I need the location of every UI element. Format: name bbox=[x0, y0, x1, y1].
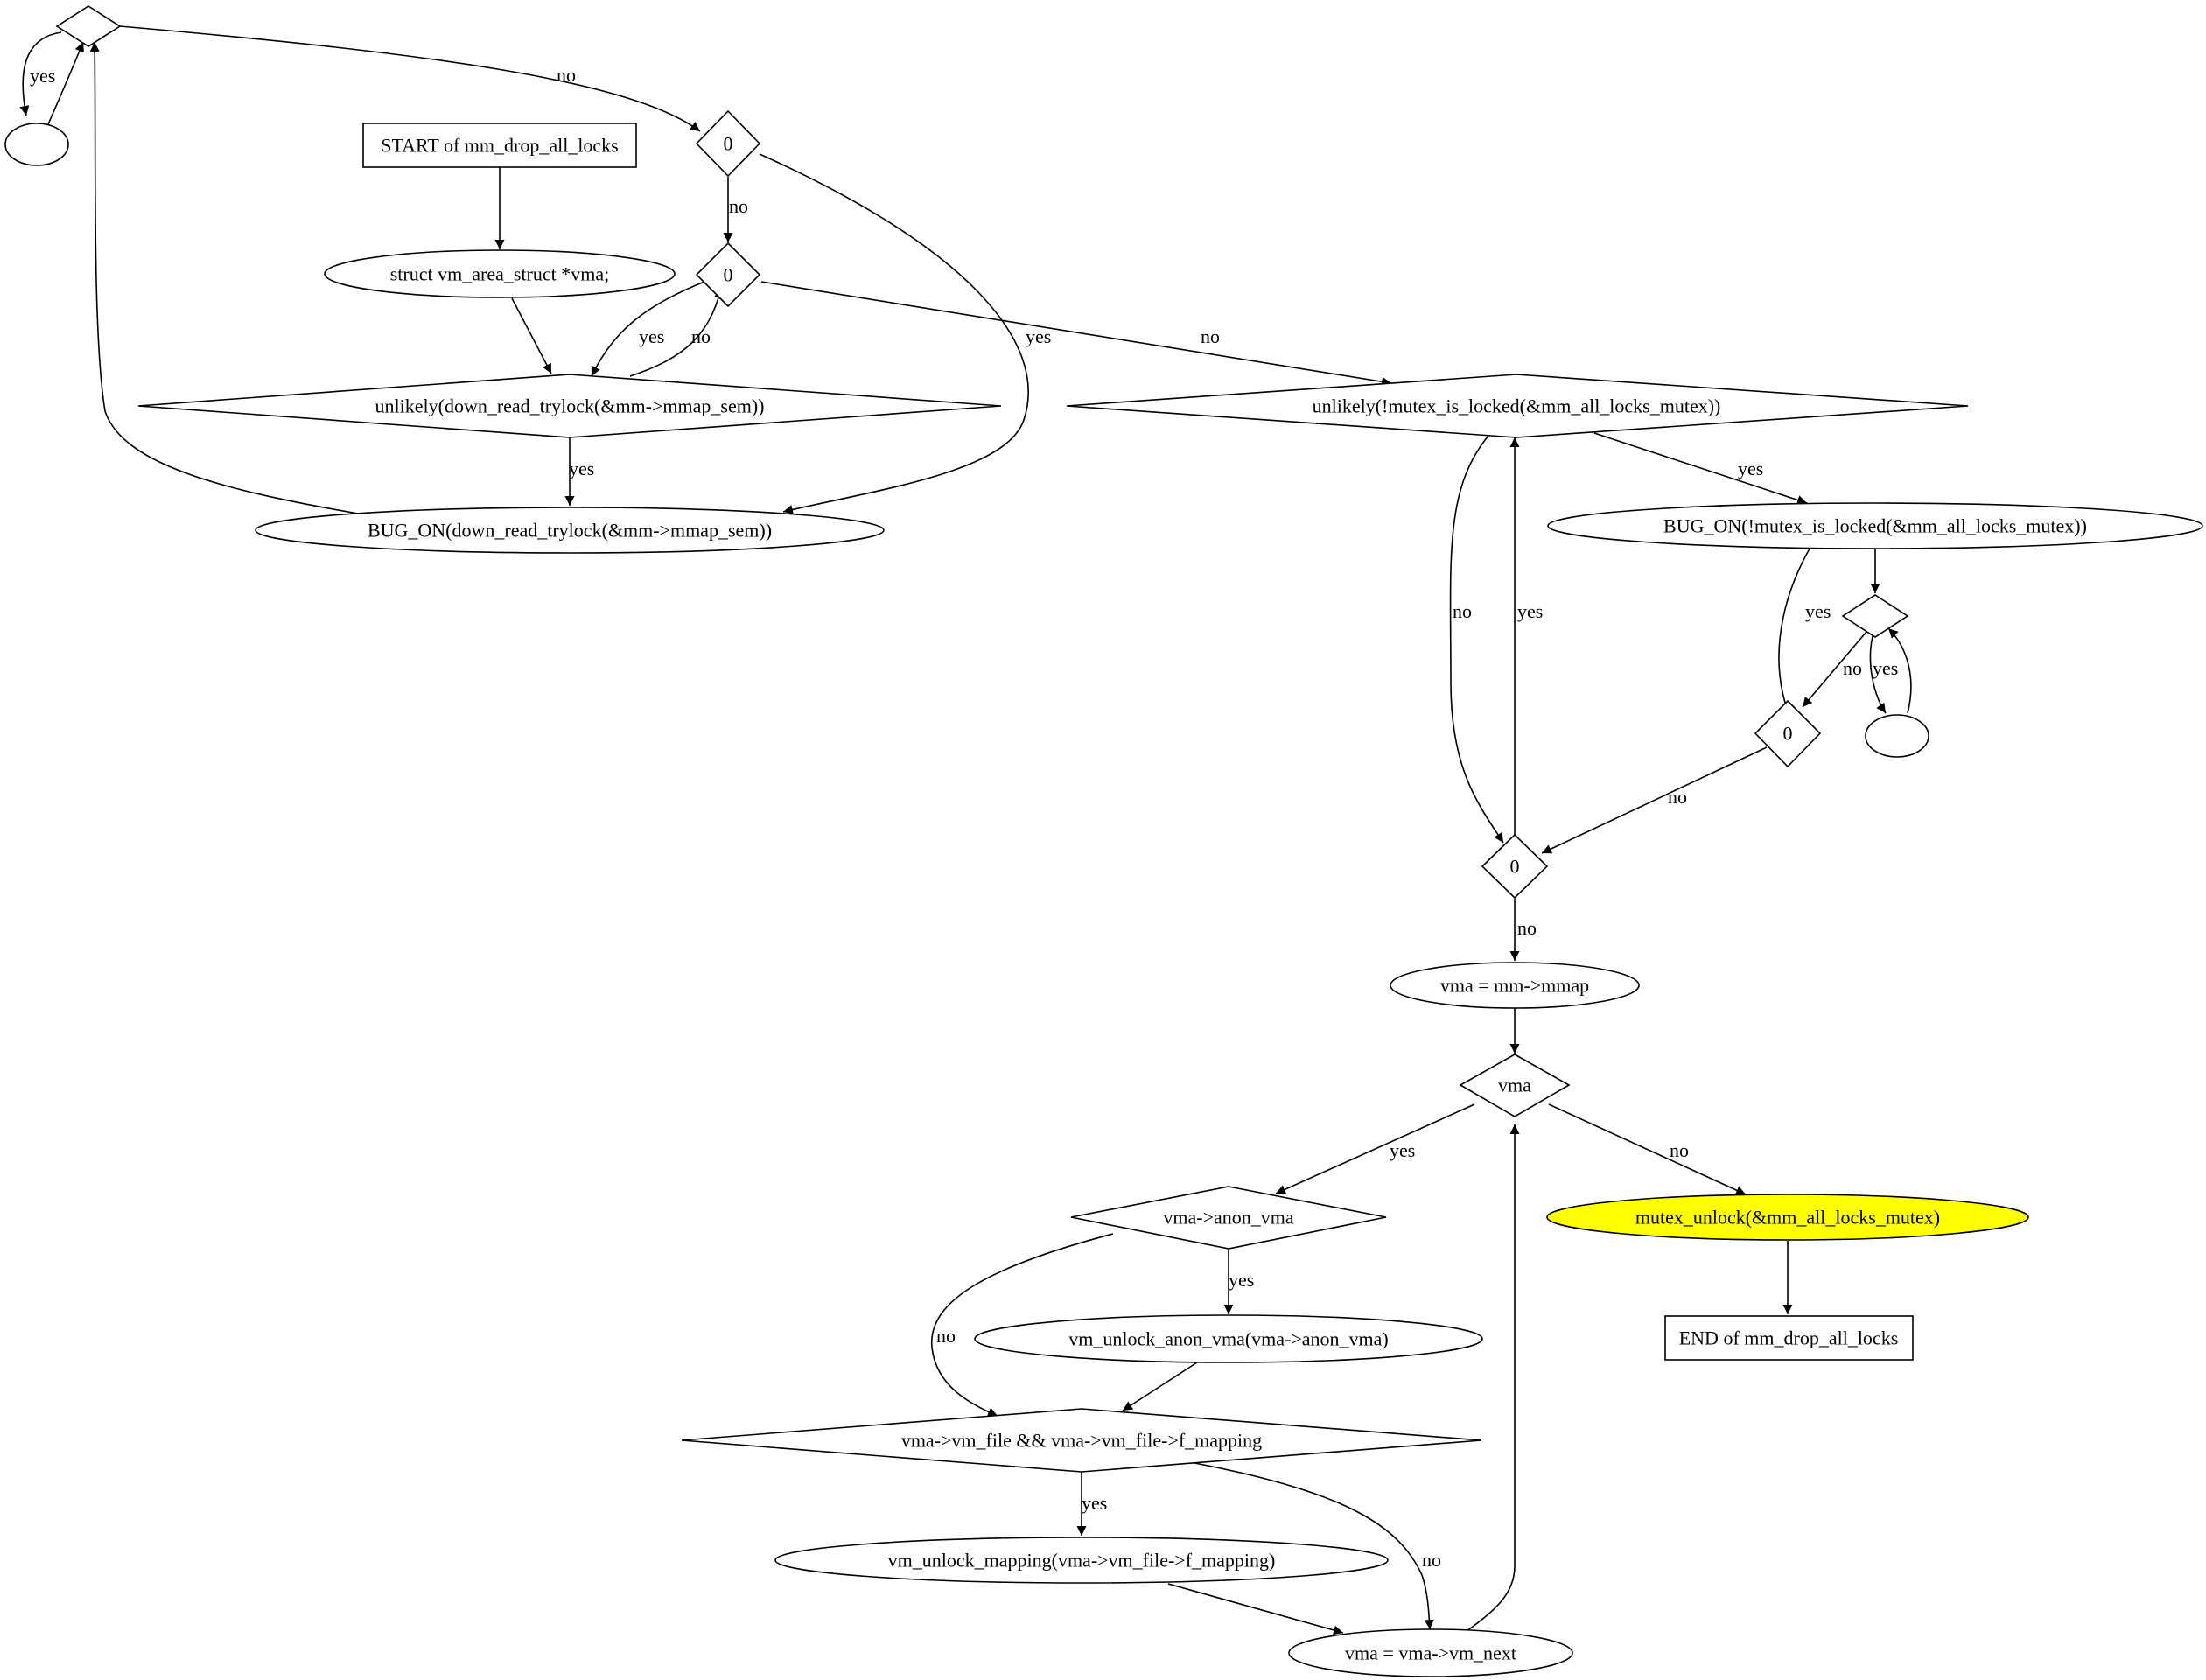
bug-on-mutex-label: BUG_ON(!mutex_is_locked(&mm_all_locks_mu… bbox=[1663, 515, 2087, 537]
edge-label-no: no bbox=[1453, 600, 1472, 622]
edge-label-yes: yes bbox=[569, 458, 594, 480]
edge-label-no: no bbox=[1201, 326, 1220, 347]
edge-label-no: no bbox=[1670, 1139, 1689, 1161]
next-vma-node: vma = vma->vm_next bbox=[1288, 1628, 1573, 1677]
nodes: START of mm_drop_all_locks 0 struct vm_a… bbox=[4, 5, 2203, 1677]
condition-vm-file-label: vma->vm_file && vma->vm_file->f_mapping bbox=[901, 1430, 1262, 1452]
edge-label-yes: yes bbox=[1026, 326, 1051, 347]
next-vma-node-label: vma = vma->vm_next bbox=[1345, 1642, 1516, 1664]
edge-zero-c-to-zero-d bbox=[1541, 746, 1768, 854]
edge-loop-left-back bbox=[47, 41, 84, 125]
decision-zero-c: 0 bbox=[1754, 699, 1822, 768]
edge-anon-to-cond-file bbox=[930, 1233, 1114, 1417]
edge-cond-file-to-next-vma bbox=[1194, 1462, 1434, 1630]
edge-label-yes: yes bbox=[30, 65, 55, 87]
condition-anon-vma: vma->anon_vma bbox=[1070, 1186, 1387, 1250]
edge-zero-a-to-bug-trylock bbox=[759, 153, 1029, 514]
edge-circle-to-small-diamond bbox=[1887, 627, 1912, 714]
edge-small-diamond-to-zero-c bbox=[1802, 631, 1867, 708]
edge-trylock-to-zero-b bbox=[629, 288, 724, 377]
edge-cond-mutex-to-bug-mutex bbox=[1593, 432, 1808, 505]
edge-zero-b-to-trylock bbox=[591, 281, 705, 377]
edge-label-no: no bbox=[729, 195, 748, 217]
edge-label-yes: yes bbox=[1229, 1269, 1254, 1291]
assign-vma-node: vma = mm->mmap bbox=[1390, 962, 1640, 1009]
edge-label-no: no bbox=[936, 1325, 956, 1347]
condition-trylock-label: unlikely(down_read_trylock(&mm->mmap_sem… bbox=[375, 396, 765, 417]
edge-next-vma-to-cond-vma bbox=[1466, 1124, 1520, 1632]
edge-cond-vma-to-anon bbox=[1275, 1103, 1475, 1194]
edge-cond-mutex-to-zero-d bbox=[1449, 435, 1504, 844]
edge-decl-to-trylock bbox=[511, 298, 552, 374]
declaration-node-label: struct vm_area_struct *vma; bbox=[390, 263, 609, 285]
edge-label-no: no bbox=[1843, 657, 1862, 679]
condition-mutex-locked-label: unlikely(!mutex_is_locked(&mm_all_locks_… bbox=[1313, 396, 1721, 417]
edge-label-yes: yes bbox=[1873, 657, 1898, 679]
condition-vm-file: vma->vm_file && vma->vm_file->f_mapping bbox=[681, 1408, 1482, 1473]
end-node-label: END of mm_drop_all_locks bbox=[1679, 1327, 1899, 1349]
mutex-unlock-node-label: mutex_unlock(&mm_all_locks_mutex) bbox=[1635, 1207, 1940, 1228]
edge-label-yes: yes bbox=[1082, 1492, 1107, 1514]
edge-bug-trylock-to-top bbox=[89, 41, 364, 515]
edge-unlock-anon-to-cond-file bbox=[1122, 1362, 1198, 1411]
decision-zero-b-label: 0 bbox=[724, 264, 733, 286]
node-right-decision bbox=[1841, 594, 1909, 638]
unlock-mapping-node: vm_unlock_mapping(vma->vm_file->f_mappin… bbox=[774, 1536, 1389, 1584]
unlock-anon-vma-node-label: vm_unlock_anon_vma(vma->anon_vma) bbox=[1068, 1328, 1389, 1350]
edge-small-diamond-to-circle bbox=[1869, 627, 1887, 714]
condition-mutex-locked: unlikely(!mutex_is_locked(&mm_all_locks_… bbox=[1066, 374, 1969, 438]
end-node: END of mm_drop_all_locks bbox=[1664, 1315, 1914, 1361]
edge-top-to-zero-a bbox=[119, 25, 701, 132]
edge-label-yes: yes bbox=[1805, 600, 1831, 622]
declaration-node: struct vm_area_struct *vma; bbox=[324, 249, 676, 298]
start-node: START of mm_drop_all_locks bbox=[362, 122, 637, 168]
decision-zero-a-label: 0 bbox=[724, 133, 733, 155]
edge-label-yes: yes bbox=[1390, 1139, 1415, 1161]
edge-label-no: no bbox=[1517, 917, 1537, 939]
edge-label-no: no bbox=[1422, 1549, 1441, 1571]
condition-vma: vma bbox=[1459, 1054, 1571, 1117]
node-top-decision bbox=[55, 5, 122, 47]
bug-on-trylock-label: BUG_ON(down_read_trylock(&mm->mmap_sem)) bbox=[368, 520, 772, 542]
edge-zero-b-to-cond-mutex bbox=[760, 281, 1392, 387]
edge-unlock-mapping-to-next-vma bbox=[1167, 1583, 1344, 1635]
bug-on-trylock: BUG_ON(down_read_trylock(&mm->mmap_sem)) bbox=[255, 507, 885, 554]
decision-zero-d: 0 bbox=[1481, 833, 1549, 900]
assign-vma-node-label: vma = mm->mmap bbox=[1440, 975, 1589, 997]
edge-label-yes: yes bbox=[1738, 458, 1763, 480]
edge-label-no: no bbox=[691, 326, 711, 347]
edge-cond-vma-to-mutex-unlock bbox=[1548, 1103, 1747, 1195]
edge-labels: yes no no yes no yes no yes yes no yes y… bbox=[30, 64, 1898, 1571]
edges bbox=[19, 25, 1912, 1635]
edge-label-yes: yes bbox=[1517, 600, 1543, 622]
condition-trylock: unlikely(down_read_trylock(&mm->mmap_sem… bbox=[137, 374, 1002, 438]
unlock-mapping-node-label: vm_unlock_mapping(vma->vm_file->f_mappin… bbox=[888, 1550, 1276, 1572]
start-node-label: START of mm_drop_all_locks bbox=[381, 135, 619, 157]
edge-loop-left-yes bbox=[19, 32, 62, 116]
decision-zero-a: 0 bbox=[695, 109, 761, 178]
mutex-unlock-node: mutex_unlock(&mm_all_locks_mutex) bbox=[1546, 1194, 2029, 1241]
edge-label-no: no bbox=[557, 64, 576, 86]
node-top-empty-ellipse bbox=[4, 122, 69, 166]
edge-label-yes: yes bbox=[639, 326, 664, 347]
decision-zero-d-label: 0 bbox=[1510, 856, 1520, 878]
unlock-anon-vma-node: vm_unlock_anon_vma(vma->anon_vma) bbox=[974, 1314, 1483, 1363]
condition-vma-label: vma bbox=[1498, 1074, 1531, 1096]
decision-zero-b: 0 bbox=[695, 242, 761, 308]
edge-label-no: no bbox=[1668, 786, 1687, 808]
decision-zero-c-label: 0 bbox=[1783, 723, 1793, 745]
condition-anon-vma-label: vma->anon_vma bbox=[1163, 1207, 1293, 1228]
bug-on-mutex: BUG_ON(!mutex_is_locked(&mm_all_locks_mu… bbox=[1547, 502, 2203, 550]
node-right-empty-ellipse bbox=[1865, 714, 1929, 758]
